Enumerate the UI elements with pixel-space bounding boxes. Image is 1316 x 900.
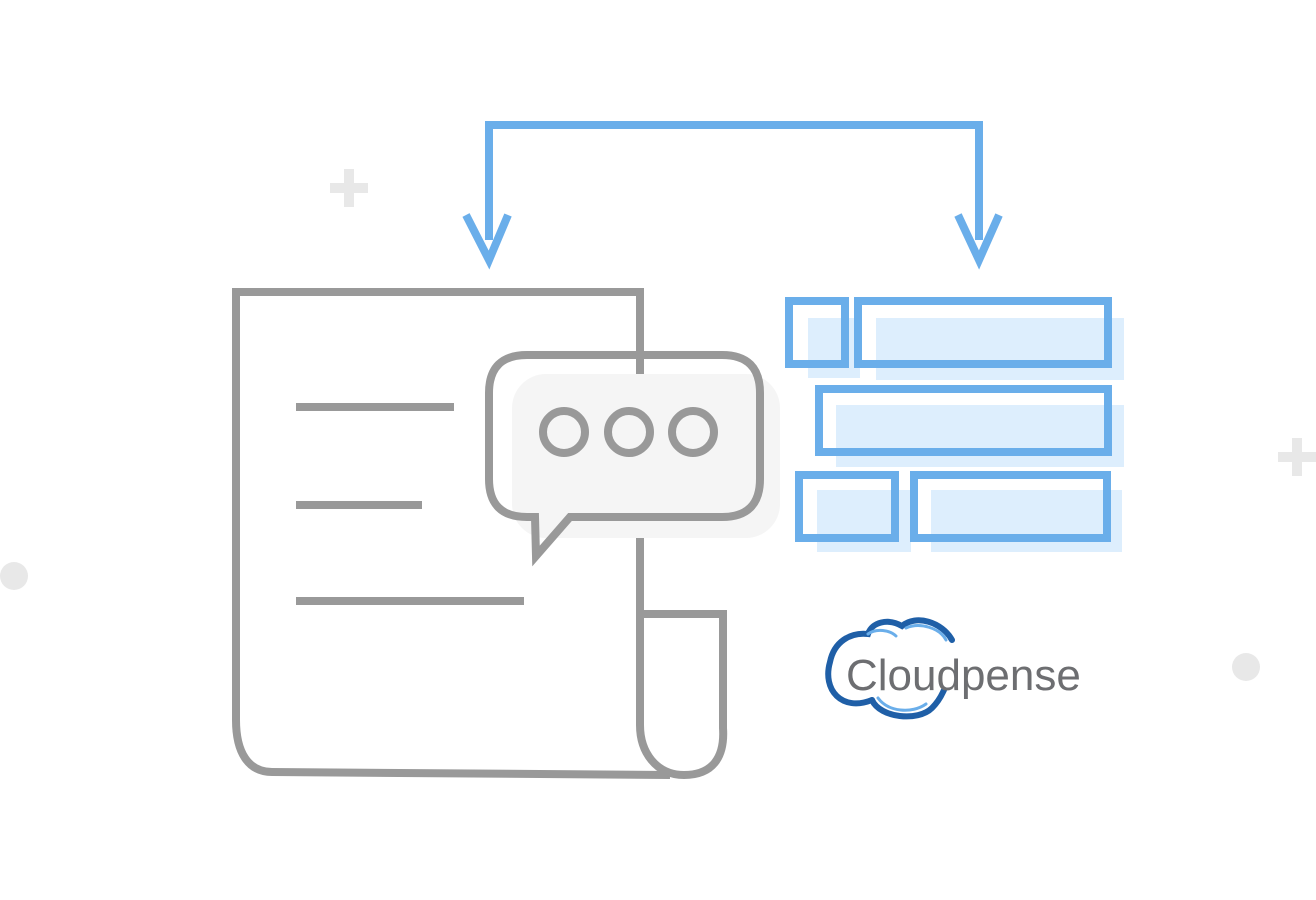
- brand-name: Cloudpense: [846, 651, 1081, 700]
- decorative-dot-left: [0, 562, 28, 590]
- form-field-1: [854, 297, 1112, 368]
- bidirectional-arrow-icon: [462, 121, 1003, 270]
- chat-bubble-icon: [485, 351, 780, 567]
- form-field-3b: [910, 471, 1111, 542]
- decorative-dot-right: [1232, 653, 1260, 681]
- form-fields-icon: [785, 297, 1124, 552]
- decorative-plus-right: [1278, 438, 1316, 476]
- typing-dot-1: [539, 407, 589, 457]
- arrow-head-right: [954, 213, 1003, 270]
- typing-dot-3: [668, 407, 718, 457]
- brand-logo: Cloudpense: [825, 617, 1081, 720]
- cloud-logo-icon: [825, 617, 955, 720]
- typing-dot-2: [604, 407, 654, 457]
- document-icon: [232, 288, 728, 780]
- decorative-plus-left: [330, 169, 368, 207]
- form-field-2: [815, 385, 1112, 456]
- form-checkbox: [785, 297, 849, 368]
- form-field-3a: [795, 471, 899, 542]
- arrow-head-left: [462, 213, 512, 270]
